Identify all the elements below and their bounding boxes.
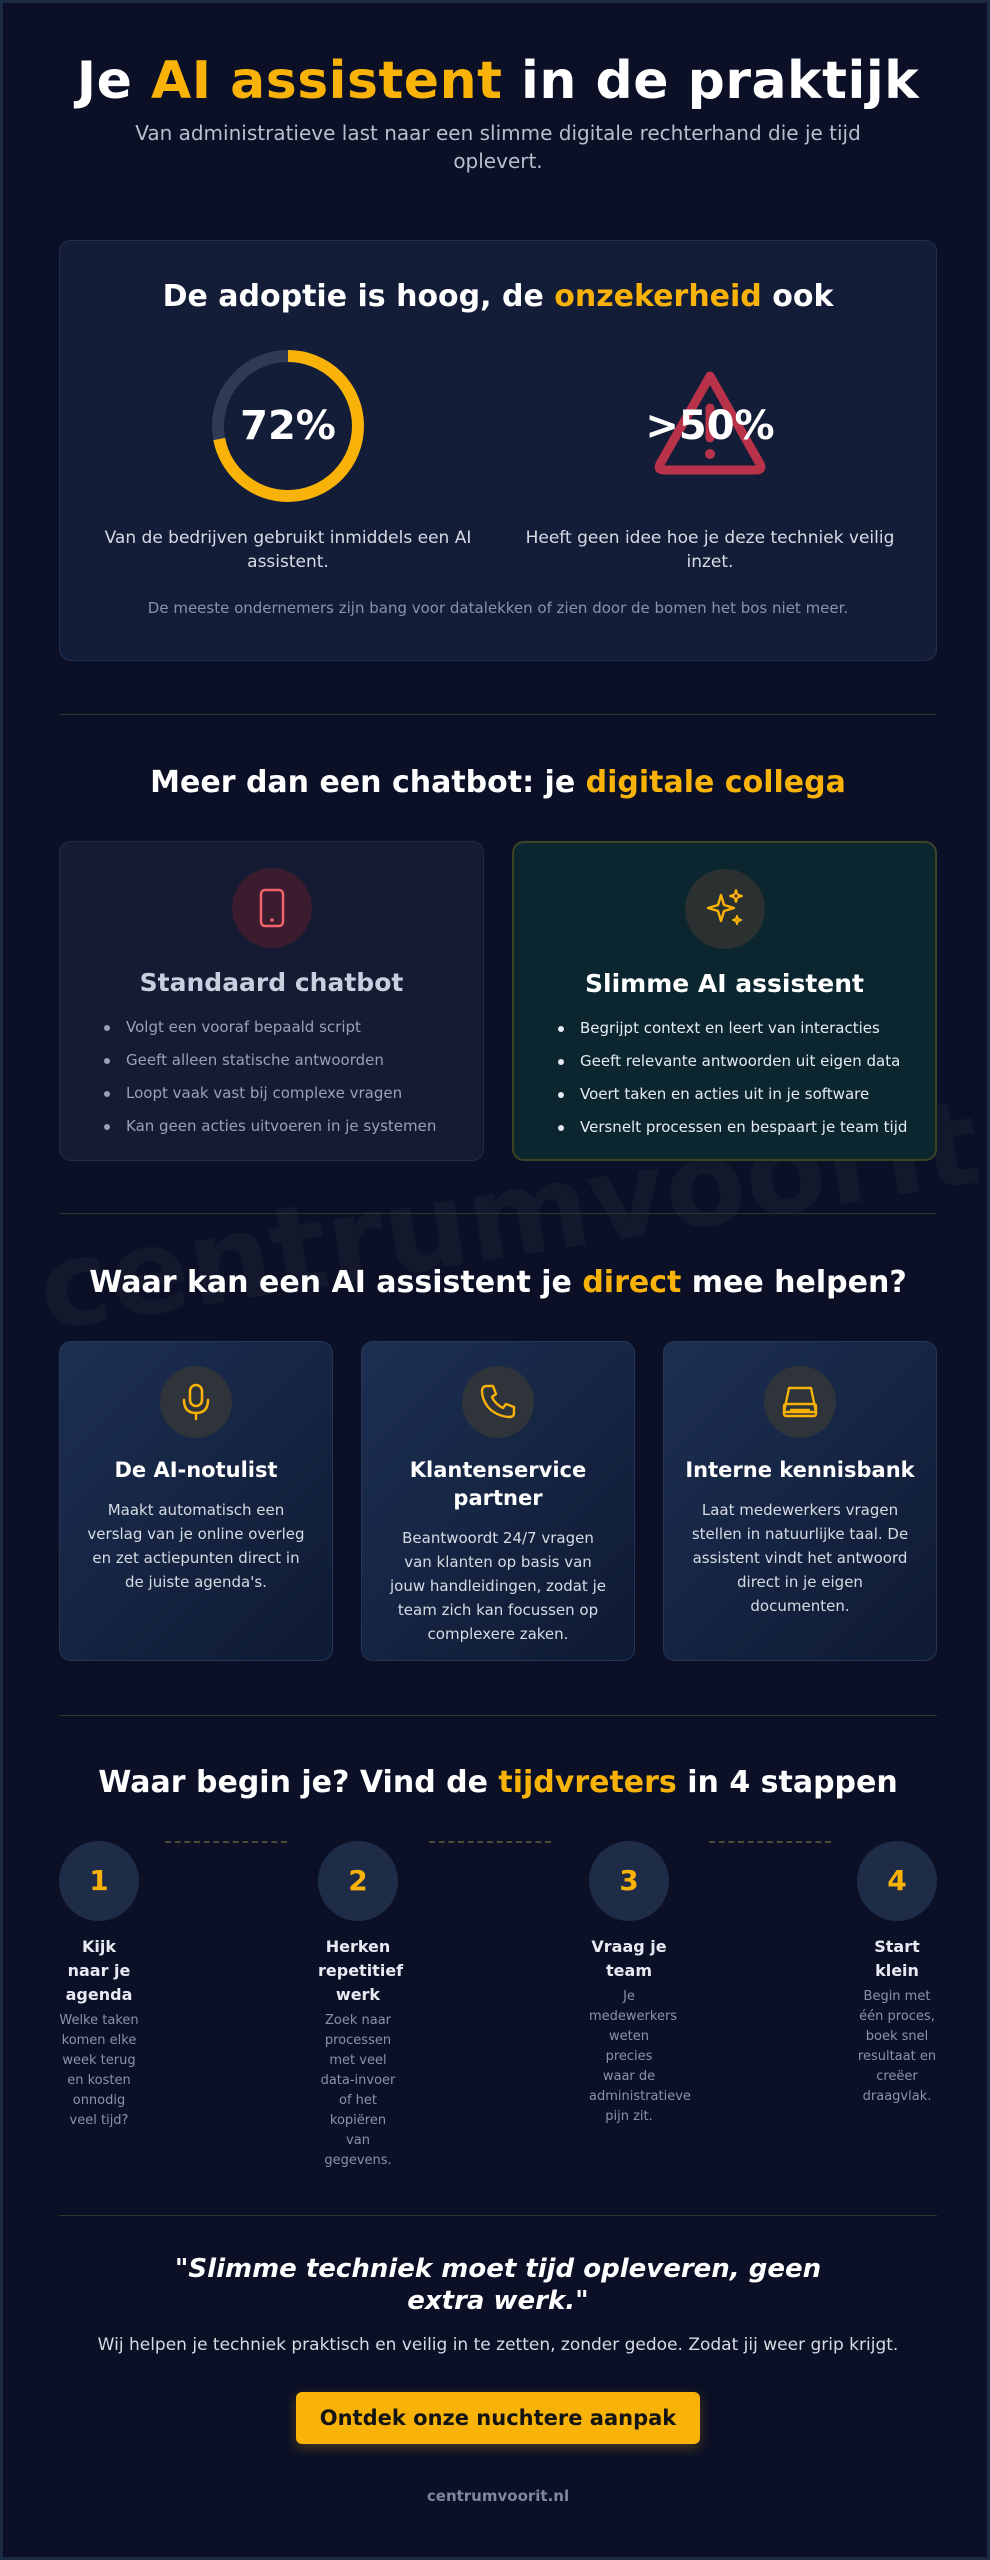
- help-title-post: mee helpen?: [681, 1265, 907, 1300]
- list-item: Voert taken en acties uit in je software: [558, 1078, 935, 1111]
- list-item: Versnelt processen en bespaart je team t…: [558, 1111, 935, 1144]
- phone-icon: [480, 1384, 516, 1419]
- step-3: 3 Vraag je team Je medewerkers weten pre…: [589, 1841, 691, 2127]
- compare-title-pre: Meer dan een chatbot: je: [150, 765, 586, 800]
- compare-card-title: Standaard chatbot: [139, 968, 404, 997]
- adoption-title: De adoptie is hoog, de onzekerheid ook: [60, 279, 936, 314]
- compare-list: Volgt een vooraf bepaald script Geeft al…: [104, 1011, 483, 1143]
- section-divider: [59, 1213, 937, 1214]
- steps-title-accent: tijdvreters: [498, 1765, 677, 1800]
- microphone-icon: [182, 1383, 210, 1421]
- step-number: 3: [589, 1841, 669, 1921]
- footer-site[interactable]: centrumvoorit.nl: [426, 2487, 570, 2505]
- help-card-desc: Beantwoordt 24/7 vragen van klanten op b…: [390, 1529, 606, 1643]
- adoption-title-pre: De adoptie is hoog, de: [162, 279, 555, 314]
- help-card-notulist: De AI-notulist Maakt automatisch een ver…: [59, 1341, 333, 1661]
- stat-uncertainty-value: >50%: [645, 403, 775, 449]
- help-icon-circle: [462, 1366, 534, 1438]
- sparkles-icon: [706, 889, 743, 925]
- step-title: Start klein: [874, 1937, 920, 1980]
- section-divider: [59, 714, 937, 715]
- progress-ring-svg: [212, 350, 364, 502]
- warning-triangle-icon: [654, 371, 766, 475]
- stat-adoption-value: 72%: [240, 403, 336, 449]
- step-number: 1: [59, 1841, 139, 1921]
- compare-title: Meer dan een chatbot: je digitale colleg…: [3, 765, 987, 800]
- list-item: Loopt vaak vast bij complexe vragen: [104, 1077, 483, 1110]
- list-item: Kan geen acties uitvoeren in je systemen: [104, 1110, 483, 1143]
- stat-uncertainty: >50% Heeft geen idee hoe je deze technie…: [520, 346, 900, 574]
- compare-list: Begrijpt context en leert van interactie…: [558, 1012, 935, 1144]
- page-title-accent: AI assistent: [150, 51, 503, 111]
- compare-icon-circle: [231, 868, 312, 948]
- stat-adoption-desc: Van de bedrijven gebruikt inmiddels een …: [104, 528, 472, 572]
- step-title: Herken repetitief werk: [318, 1937, 404, 2004]
- steps-title-pre: Waar begin je? Vind de: [98, 1765, 499, 1800]
- closing-quote: "Slimme techniek moet tijd opleveren, ge…: [174, 2254, 822, 2316]
- database-icon: [782, 1386, 818, 1418]
- step-4: 4 Start klein Begin met één proces, boek…: [857, 1841, 937, 2107]
- compare-icon-circle: [684, 869, 765, 949]
- step-1: 1 Kijk naar je agenda Welke taken komen …: [59, 1841, 139, 2131]
- page-title-post: in de praktijk: [502, 51, 920, 111]
- step-number: 2: [318, 1841, 398, 1921]
- page-subtitle: Van administratieve last naar een slimme…: [135, 121, 861, 173]
- list-item: Geeft relevante antwoorden uit eigen dat…: [558, 1045, 935, 1078]
- progress-ring-fill: [212, 350, 364, 502]
- section-divider: [59, 1715, 937, 1716]
- help-title-pre: Waar kan een AI assistent je: [89, 1265, 583, 1300]
- progress-ring: 72%: [208, 346, 368, 506]
- help-icon-circle: [764, 1366, 836, 1438]
- adoption-title-post: ook: [761, 279, 834, 314]
- page-title-pre: Je: [76, 51, 151, 111]
- section-divider: [59, 2215, 937, 2216]
- compare-card-chatbot: Standaard chatbot Volgt een vooraf bepaa…: [59, 841, 484, 1161]
- step-connector: [709, 1841, 831, 1843]
- step-title: Vraag je team: [591, 1937, 667, 1980]
- help-icon-circle: [160, 1366, 232, 1438]
- step-desc: Zoek naar processen met veel data-invoer…: [320, 2013, 396, 2168]
- help-card-kennisbank: Interne kennisbank Laat medewerkers vrag…: [663, 1341, 937, 1661]
- compare-card-assistant: Slimme AI assistent Begrijpt context en …: [512, 841, 937, 1161]
- list-item: Geeft alleen statische antwoorden: [104, 1044, 483, 1077]
- step-number: 4: [857, 1841, 937, 1921]
- warning-wrap: >50%: [630, 346, 790, 506]
- compare-title-accent: digitale collega: [585, 765, 846, 800]
- adoption-note: De meeste ondernemers zijn bang voor dat…: [147, 599, 849, 617]
- smartphone-icon: [259, 888, 284, 928]
- help-title: Waar kan een AI assistent je direct mee …: [3, 1265, 987, 1300]
- help-card-desc: Maakt automatisch een verslag van je onl…: [87, 1501, 305, 1591]
- compare-card-title: Slimme AI assistent: [585, 969, 864, 998]
- help-card-title: De AI-notulist: [114, 1458, 278, 1482]
- steps-title-post: in 4 stappen: [676, 1765, 898, 1800]
- list-item: Volgt een vooraf bepaald script: [104, 1011, 483, 1044]
- step-connector: [165, 1841, 287, 1843]
- help-title-accent: direct: [582, 1265, 682, 1300]
- step-desc: Welke taken komen elke week terug en kos…: [59, 2013, 139, 2128]
- closing-subtitle: Wij helpen je techniek praktisch en veil…: [97, 2335, 899, 2355]
- help-card-desc: Laat medewerkers vragen stellen in natuu…: [691, 1501, 909, 1615]
- step-title: Kijk naar je agenda: [65, 1937, 133, 2004]
- adoption-panel: De adoptie is hoog, de onzekerheid ook 7…: [59, 240, 937, 661]
- step-desc: Begin met één proces, boek snel resultaa…: [857, 1989, 937, 2104]
- step-connector: [429, 1841, 551, 1843]
- steps-title: Waar begin je? Vind de tijdvreters in 4 …: [3, 1765, 987, 1800]
- list-item: Begrijpt context en leert van interactie…: [558, 1012, 935, 1045]
- cta-button[interactable]: Ontdek onze nuchtere aanpak: [296, 2392, 700, 2444]
- stat-adoption: 72% Van de bedrijven gebruikt inmiddels …: [98, 346, 478, 574]
- adoption-title-accent: onzekerheid: [554, 279, 762, 314]
- step-desc: Je medewerkers weten precies waar de adm…: [589, 1989, 691, 2124]
- help-card-klantenservice: Klantenservice partner Beantwoordt 24/7 …: [361, 1341, 635, 1661]
- page-title: Je AI assistent in de praktijk: [3, 51, 987, 111]
- help-card-title: Interne kennisbank: [685, 1458, 915, 1482]
- stat-uncertainty-desc: Heeft geen idee hoe je deze techniek vei…: [525, 528, 895, 572]
- help-card-title: Klantenservice partner: [409, 1458, 587, 1510]
- step-2: 2 Herken repetitief werk Zoek naar proce…: [318, 1841, 404, 2171]
